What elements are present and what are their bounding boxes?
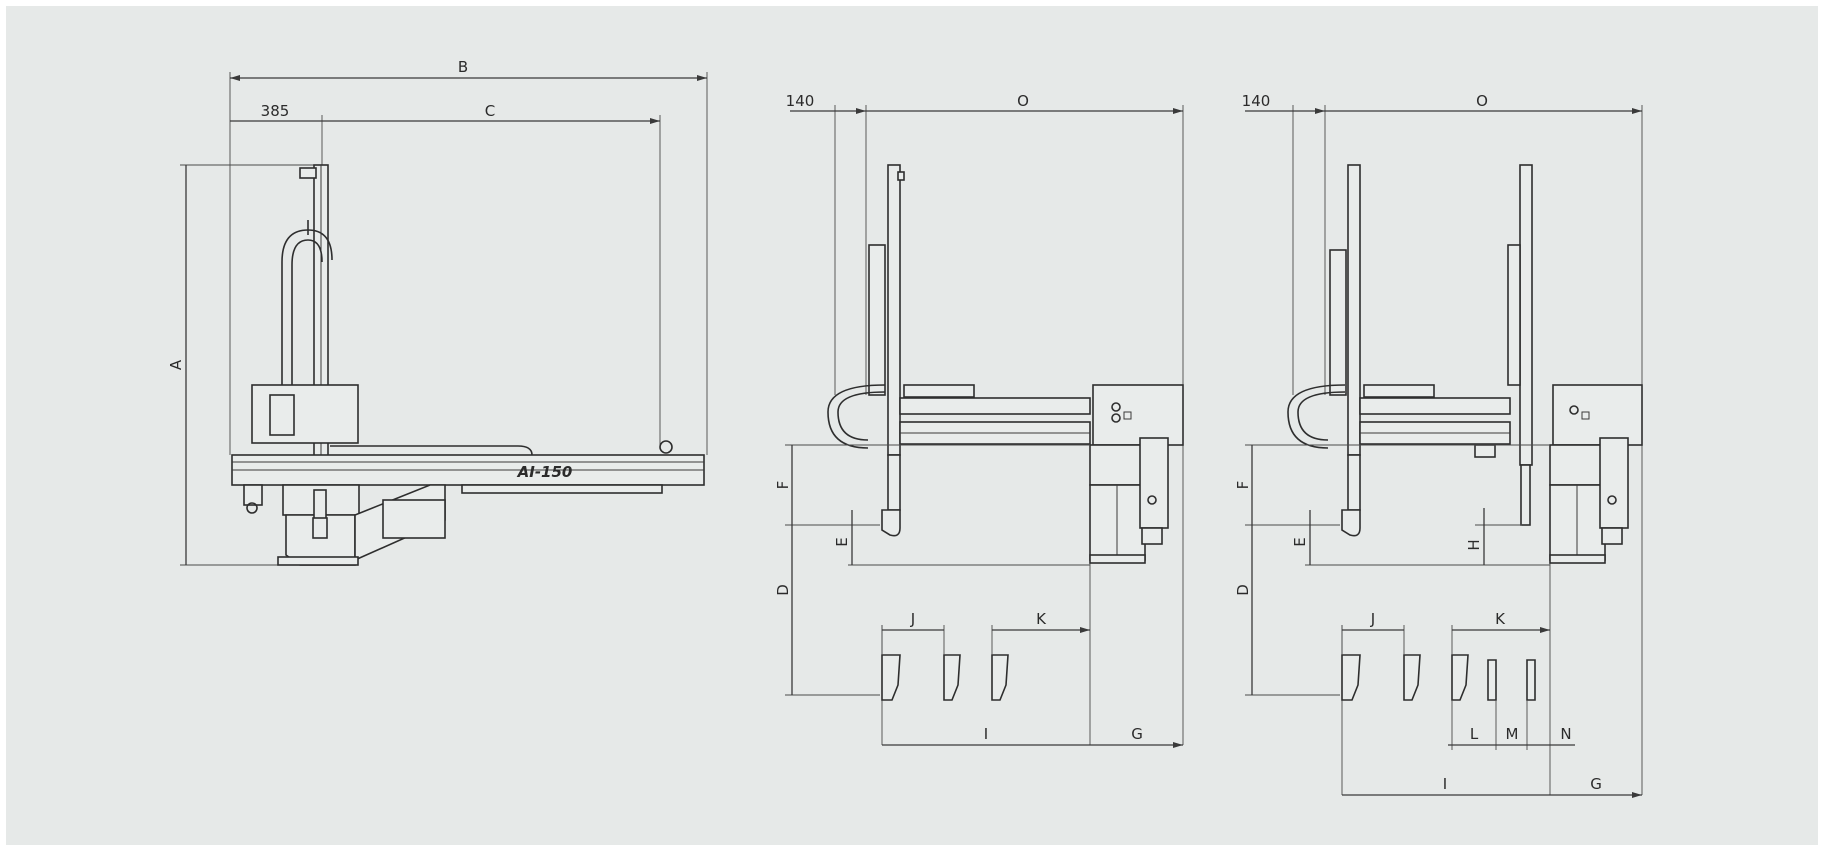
dimension-label-d-b: D	[1234, 584, 1252, 596]
front-view-single: 140 O F E D	[774, 92, 1184, 748]
dimension-label-g: G	[1131, 725, 1143, 743]
dimension-label-k: K	[1036, 610, 1047, 628]
dimension-label-o: O	[1017, 92, 1029, 110]
dimension-label-140-b: 140	[1242, 92, 1271, 110]
dimension-label-i-b: I	[1443, 775, 1447, 793]
dimension-label-385: 385	[261, 102, 290, 120]
dimension-label-j: J	[910, 610, 915, 628]
dimension-label-c: C	[485, 102, 495, 120]
dimension-label-d: D	[774, 584, 792, 596]
dimension-label-e-b: E	[1291, 537, 1309, 546]
dimension-label-l: L	[1470, 725, 1479, 743]
dimension-label-k-b: K	[1495, 610, 1506, 628]
dimension-label-j-b: J	[1370, 610, 1375, 628]
dimension-label-f: F	[774, 481, 792, 490]
dimension-label-n: N	[1560, 725, 1571, 743]
side-view: B 385 C A AI-150	[167, 58, 708, 566]
dimension-label-140: 140	[786, 92, 815, 110]
brand-label: AI-150	[517, 463, 573, 481]
gripper-row-double	[1341, 654, 1536, 701]
dimension-label-f-b: F	[1234, 481, 1252, 490]
dimension-label-b: B	[458, 58, 468, 76]
front-view-double: 140 O	[1234, 92, 1643, 798]
dimension-label-h: H	[1465, 539, 1483, 550]
dimension-label-i: I	[984, 725, 988, 743]
dimension-label-m: M	[1506, 725, 1519, 743]
dimension-label-a: A	[167, 359, 185, 370]
dimension-label-g-b: G	[1590, 775, 1602, 793]
dimension-label-e: E	[833, 537, 851, 546]
dimension-label-o-b: O	[1476, 92, 1488, 110]
gripper-row	[881, 654, 1009, 701]
